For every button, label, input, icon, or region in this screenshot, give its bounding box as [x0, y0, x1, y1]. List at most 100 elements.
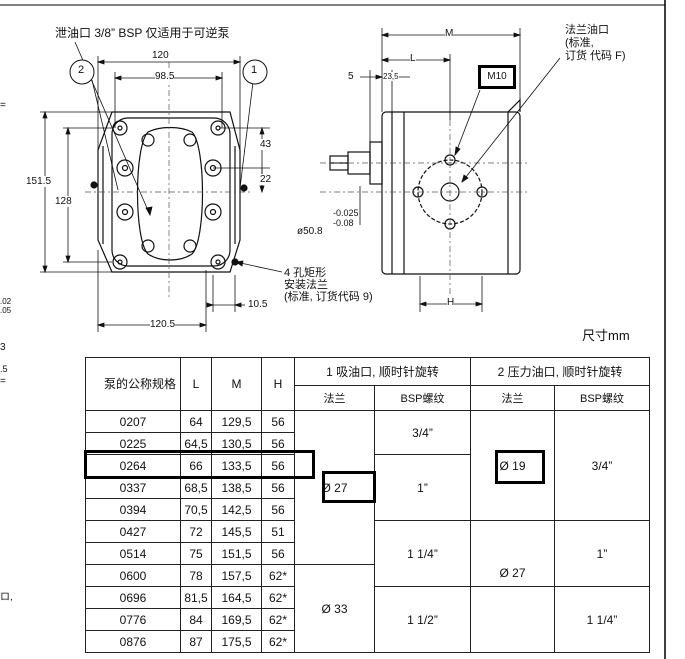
- table-row: 0427 72 145,5 51 1 1/4” Ø 27 1”: [85, 520, 650, 587]
- dim-120: 120: [152, 50, 169, 61]
- cell-l: 64,5: [180, 432, 212, 455]
- flange-label-line3: 订货 代码 F): [565, 50, 626, 62]
- suction-flange-ø27: Ø 27: [294, 410, 375, 565]
- cell-l: 81,5: [180, 586, 212, 609]
- header-pressure: 2 压力油口, 顺时针旋转: [470, 357, 650, 386]
- table-row: 0337 68,5 138,5 56: [85, 476, 650, 499]
- header-pressure-bsp: BSP螺纹: [554, 385, 650, 411]
- dim-128: 128: [55, 196, 72, 207]
- flange-label-line2: (标准,: [565, 37, 594, 49]
- cell-size: 0696: [85, 586, 181, 609]
- pressure-bsp-1: 1”: [554, 520, 650, 587]
- cell-h: 62*: [261, 630, 295, 653]
- suction-bsp-3-4: 3/4”: [374, 410, 471, 455]
- suction-flange-ø33: Ø 33: [294, 564, 375, 653]
- margin-text: ロ,: [0, 592, 13, 603]
- cell-l: 70,5: [180, 498, 212, 521]
- cell-size: 0394: [85, 498, 181, 521]
- margin-text: .05: [0, 306, 12, 315]
- circle-label-1: 1: [251, 64, 258, 76]
- dim-h: H: [447, 297, 455, 308]
- cell-l: 72: [180, 520, 212, 543]
- header-l: L: [180, 357, 212, 411]
- flange-label: 法兰油口 (标准, 订货 代码 F): [565, 24, 626, 63]
- cell-size: 0600: [85, 564, 181, 587]
- dim-23-5: 23,5: [383, 72, 399, 81]
- mount-label-line3: (标准, 订货代码 9): [284, 291, 373, 303]
- dim-120-5: 120.5: [150, 319, 176, 330]
- cell-l: 75: [180, 542, 212, 565]
- table-row: 0776 84 169,5 62*: [85, 608, 650, 631]
- tolerance-upper: -0.025: [333, 208, 359, 218]
- suction-bsp-1: 1”: [374, 454, 471, 521]
- dim-10-5: 10.5: [248, 299, 268, 310]
- mount-label: 4 孔矩形 安装法兰 (标准, 订货代码 9): [284, 267, 373, 303]
- cell-size: 0337: [85, 476, 181, 499]
- cell-h: 62*: [261, 608, 295, 631]
- pressure-flange-ø27: Ø 27: [470, 520, 555, 587]
- table-row: 0696 81,5 164,5 62* 1 1/2” 1 1/4”: [85, 586, 650, 653]
- cell-h: 62*: [261, 564, 295, 587]
- highlight-row-0264: [84, 450, 315, 479]
- cell-m: 129,5: [211, 410, 262, 433]
- table-row: 0600 78 157,5 62* Ø 33: [85, 564, 650, 653]
- mount-label-line2: 安装法兰: [284, 279, 328, 291]
- side-view: [329, 98, 521, 275]
- cell-m: 142,5: [211, 498, 262, 521]
- table-row: 0207 64 129,5 56 Ø 27 3/4” Ø 19 3/4”: [85, 410, 650, 565]
- header-m: M: [211, 357, 262, 411]
- cell-m: 164,5: [211, 586, 262, 609]
- cell-size: 0427: [85, 520, 181, 543]
- header-size: 泵的公称规格: [85, 357, 181, 411]
- cell-m: 138,5: [211, 476, 262, 499]
- table-row: 0876 87 175,5 62*: [85, 630, 650, 653]
- dim-5: 5: [348, 71, 354, 82]
- suction-bsp-1-1-2: 1 1/2”: [374, 586, 471, 653]
- margin-text: .5: [0, 364, 8, 374]
- cell-h: 56: [261, 542, 295, 565]
- m10-label: M10: [478, 65, 516, 89]
- cell-size: 0776: [85, 608, 181, 631]
- cell-m: 151,5: [211, 542, 262, 565]
- dim-m: M: [445, 28, 454, 39]
- pressure-bsp-1-1-4: 1 1/4”: [554, 586, 650, 653]
- header-h: H: [261, 357, 295, 411]
- cell-l: 68,5: [180, 476, 212, 499]
- highlight-suction-flange: [322, 471, 376, 503]
- tolerance-lower: -0.08: [333, 218, 354, 228]
- cell-l: 84: [180, 608, 212, 631]
- cell-size: 0207: [85, 410, 181, 433]
- cell-l: 87: [180, 630, 212, 653]
- shaft-diameter: ø50.8: [297, 226, 323, 237]
- header-suction-flange: 法兰: [294, 385, 375, 411]
- cell-m: 133,5: [211, 454, 262, 477]
- dim-151-5: 151.5: [26, 176, 52, 187]
- mount-label-line1: 4 孔矩形: [284, 267, 327, 279]
- margin-text: .02: [0, 297, 12, 306]
- cell-m: 175,5: [211, 630, 262, 653]
- pump-spec-table: 泵的公称规格 L M H 1 吸油口, 顺时针旋转 2 压力油口, 顺时针旋转 …: [85, 357, 650, 653]
- highlight-pressure-flange: [495, 450, 545, 484]
- margin-text: 3: [0, 342, 6, 353]
- cell-h: 62*: [261, 586, 295, 609]
- cell-size: 0876: [85, 630, 181, 653]
- dim-22: 22: [260, 174, 272, 185]
- dim-l: L: [410, 53, 416, 64]
- cell-m: 157,5: [211, 564, 262, 587]
- header-pressure-flange: 法兰: [470, 385, 555, 411]
- cell-m: 145,5: [211, 520, 262, 543]
- dim-98-5: 98.5: [155, 71, 175, 82]
- margin-text: =: [0, 376, 6, 387]
- cell-size: 0514: [85, 542, 181, 565]
- cell-h: 56: [261, 476, 295, 499]
- cell-h: 56: [261, 410, 295, 433]
- cell-m: 169,5: [211, 608, 262, 631]
- cell-h: 56: [261, 498, 295, 521]
- margin-text: =: [0, 100, 6, 111]
- units-label: 尺寸mm: [582, 328, 630, 343]
- suction-bsp-1-1-4: 1 1/4”: [374, 520, 471, 587]
- cell-h: 51: [261, 520, 295, 543]
- table-row: 0225 64,5 130,5 56: [85, 432, 650, 455]
- cell-h: 56: [261, 454, 295, 477]
